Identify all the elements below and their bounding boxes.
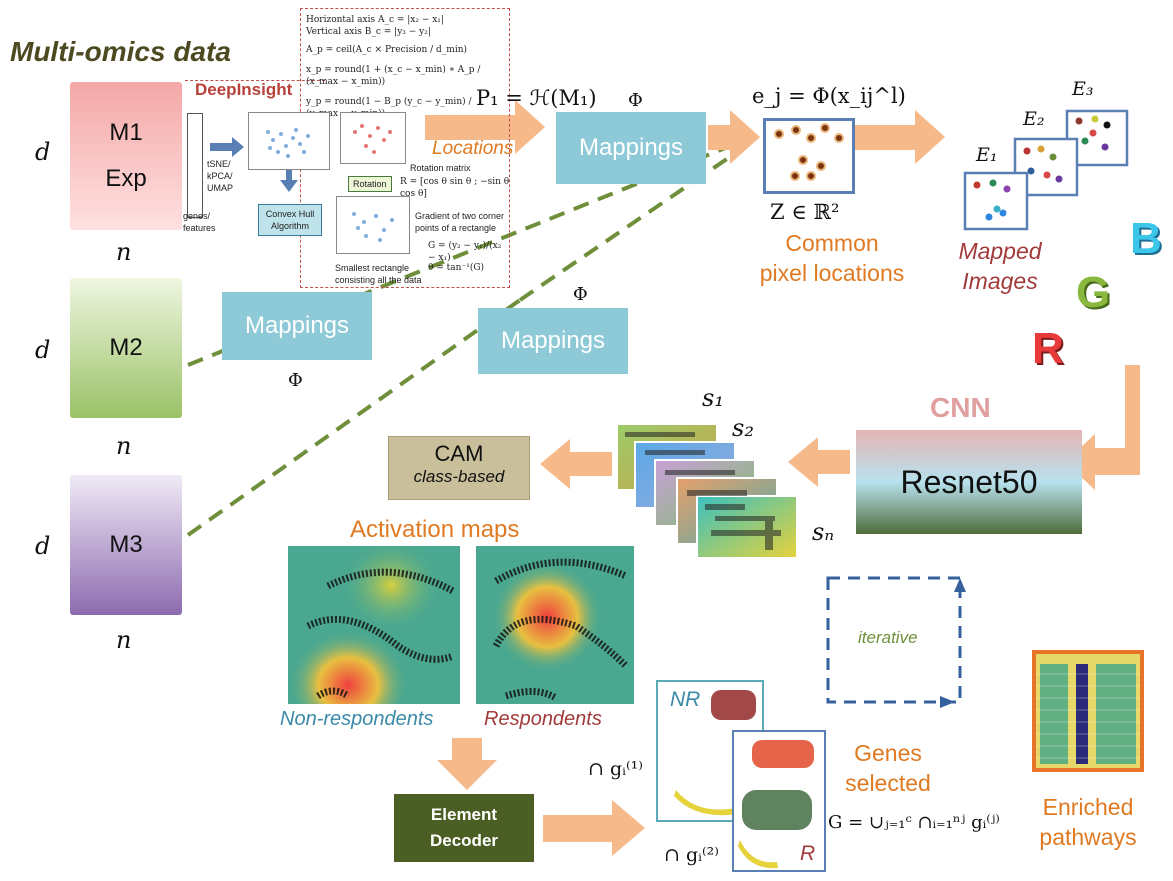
arrow-convex [280, 168, 298, 192]
arrow-to-pixels [708, 110, 760, 164]
sn-label: sₙ [812, 518, 835, 546]
iterative-label: iterative [858, 628, 918, 647]
arrow-to-cnn [1065, 365, 1140, 490]
rotation-matrix-label: Rotation matrix [410, 163, 471, 173]
convex-hull-box: Convex Hull Algorithm [258, 204, 322, 236]
scatter-rotated [340, 112, 406, 164]
feature-vector [187, 113, 203, 218]
matrix-m1-label: M1 [109, 119, 143, 146]
arrow-down-decoder [437, 738, 497, 790]
r-label: R [800, 842, 816, 865]
matrix-m2-label: M2 [109, 334, 143, 361]
common-pixel-label: Common pixel locations [759, 230, 905, 286]
ej-formula: e_j = Φ(x_ij^l) [752, 84, 906, 108]
smallest-rect-label: Smallest rectangle consisting all the da… [335, 263, 422, 285]
genes-selected-label: Genes selected [845, 740, 931, 796]
pixel-location-grid [763, 118, 855, 194]
rotation-formula: R = [cos θ sin θ ; −sin θ cos θ] [400, 177, 510, 199]
matrix-m2: M2 [70, 278, 182, 418]
scatter-rectangle [336, 196, 410, 254]
page-title: Multi-omics data [10, 36, 231, 67]
dim-m2-cols: n [116, 432, 132, 460]
enriched-pathways-heatmap [1032, 650, 1144, 772]
scatter-sample-space [248, 112, 330, 170]
activation-map-nonresp [288, 546, 460, 704]
nr-label: NR [670, 688, 701, 711]
activation-maps-title: Activation maps [350, 516, 520, 543]
element-decoder-box: Element Decoder [394, 794, 534, 862]
dim-m1-rows: d [35, 138, 51, 166]
phi-m1: Φ [628, 90, 643, 111]
matrix-m1: M1 Exp [70, 82, 182, 230]
mappings-box-m2: Mappings [222, 292, 372, 360]
activation-map-resp [476, 546, 634, 704]
channel-g: G [1076, 268, 1111, 317]
e1-label: E₁ [976, 144, 998, 166]
activation-slices [616, 423, 798, 559]
gi2-formula: ∩ gᵢ⁽²⁾ [664, 844, 719, 866]
mappings-box-m3: Mappings [478, 308, 628, 374]
arrow-to-cam [540, 439, 612, 489]
dashed-link-m3 [186, 298, 522, 537]
dim-m1-cols: n [116, 238, 132, 266]
dimred-label: tSNE/ kPCA/ UMAP [207, 159, 234, 193]
matrix-m3-label: M3 [109, 531, 143, 558]
g-formula: G = ∪ⱼ₌₁ᶜ ∩ᵢ₌₁ⁿʲ gᵢ⁽ʲ⁾ [828, 812, 1000, 833]
channel-r: R [1032, 324, 1064, 373]
arrow-to-slices [788, 437, 850, 487]
enriched-pathways-label: Enriched pathways [1039, 794, 1137, 850]
dim-m2-rows: d [35, 336, 51, 364]
non-respondents-label: Non-respondents [280, 708, 434, 730]
e3-label: E₃ [1072, 78, 1094, 100]
mapped-images-label: Mapped Images [958, 238, 1042, 294]
mappings-box-m1: Mappings [556, 112, 706, 184]
resnet50-block: Resnet50 [856, 430, 1082, 534]
rotation-box: Rotation [348, 176, 392, 192]
cnn-label: CNN [930, 392, 991, 423]
deepinsight-title: DeepInsight [195, 80, 293, 99]
cam-label: CAM [434, 441, 484, 466]
matrix-m3: M3 [70, 475, 182, 615]
iterative-box [826, 576, 962, 704]
locations-label: Locations [432, 138, 514, 159]
arrow-dimred [210, 137, 244, 157]
s2-label: s₂ [732, 414, 754, 442]
gradient-formula: G = (y₂ − y₁)/(x₂ − x₁) [428, 241, 502, 263]
theta-formula: θ = tan⁻¹(G) [428, 263, 485, 273]
gradient-label: Gradient of two corner points of a recta… [415, 211, 505, 233]
dim-m3-cols: n [116, 626, 132, 654]
respondents-label: Respondents [484, 708, 602, 730]
arrow-to-genes [543, 800, 645, 856]
arrow-to-images [855, 110, 945, 164]
dim-m3-rows: d [35, 532, 51, 560]
matrix-m1-sublabel: Exp [105, 165, 147, 192]
e2-label: E₂ [1023, 108, 1045, 130]
s1-label: s₁ [702, 384, 724, 412]
gene-plot-r [732, 730, 826, 872]
cam-sublabel: class-based [413, 467, 505, 486]
phi-m3: Φ [573, 284, 588, 305]
gi1-formula: ∩ gᵢ⁽¹⁾ [588, 758, 643, 780]
mapped-images-stack [963, 109, 1129, 231]
arrow-locations [425, 100, 545, 154]
features-label: genes/ features [183, 211, 216, 233]
p1-formula: P₁ = ℋ(M₁) [476, 86, 597, 110]
cam-box: CAM class-based [388, 436, 530, 500]
channel-b: B [1130, 214, 1162, 263]
z-formula: Z ∈ ℝ² [770, 200, 840, 224]
deepinsight-divider [185, 80, 325, 83]
phi-m2: Φ [288, 370, 303, 391]
